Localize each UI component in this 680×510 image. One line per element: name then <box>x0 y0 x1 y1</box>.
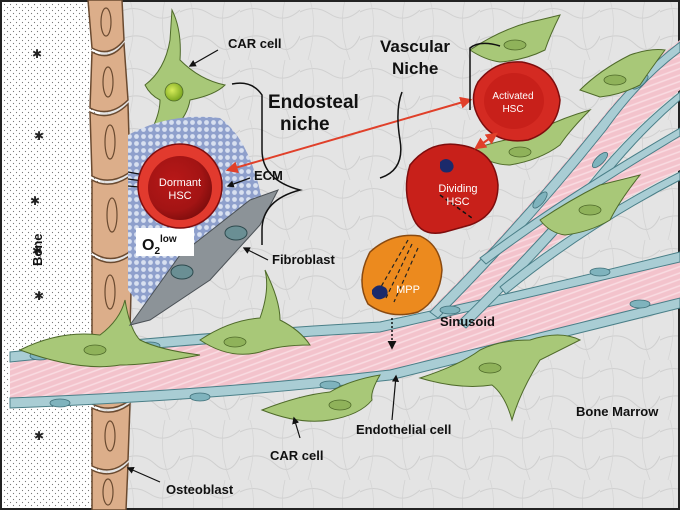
osteoblast-label: Osteoblast <box>166 482 234 497</box>
svg-text:✱: ✱ <box>34 129 44 143</box>
dividing-hsc-label: HSC <box>446 196 469 208</box>
dividing-hsc-label: Dividing <box>438 183 477 195</box>
endosteal-niche-label: Endosteal <box>268 92 359 113</box>
svg-text:✱: ✱ <box>34 429 44 443</box>
vascular-niche-label: Vascular <box>380 37 450 56</box>
endosteal-niche-label: niche <box>280 114 330 135</box>
svg-text:✱: ✱ <box>32 47 42 61</box>
car-cell-nucleus-top <box>165 83 183 101</box>
dormant-hsc-label: Dormant <box>159 177 201 189</box>
svg-text:✱: ✱ <box>30 194 40 208</box>
car-cell-top-label: CAR cell <box>228 36 281 51</box>
car-cell-bottom-label: CAR cell <box>270 448 323 463</box>
dormant-hsc-label: HSC <box>168 190 191 202</box>
fibroblast-nucleus <box>171 265 193 279</box>
svg-text:✱: ✱ <box>34 289 44 303</box>
sinusoid-label: Sinusoid <box>440 314 495 329</box>
bone-label: Bone <box>30 234 45 267</box>
mpp-label: MPP <box>396 284 420 296</box>
bone-region <box>0 0 100 510</box>
fibroblast-nucleus <box>225 226 247 240</box>
endothelial-cell-label: Endothelial cell <box>356 422 451 437</box>
activated-hsc-label: Activated <box>492 91 533 102</box>
bone-marrow-label: Bone Marrow <box>576 404 659 419</box>
ecm-label: ECM <box>254 168 283 183</box>
activated-hsc-label: HSC <box>502 104 523 115</box>
vascular-niche-label: Niche <box>392 59 438 78</box>
fibroblast-label: Fibroblast <box>272 252 336 267</box>
